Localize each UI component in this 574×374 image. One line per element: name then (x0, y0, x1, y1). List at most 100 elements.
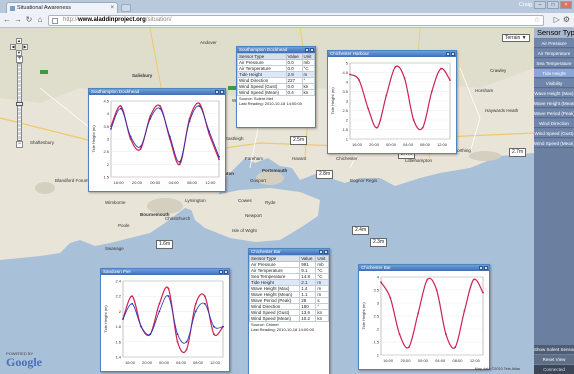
minimize-popup-icon[interactable] (319, 250, 323, 254)
data-point (129, 138, 132, 140)
sensor-type-button[interactable]: Wave Height (Mean) (534, 99, 574, 108)
sensor-type-button[interactable]: Tide Height (534, 69, 574, 78)
sensor-type-button[interactable]: Wave Height (Max) (534, 89, 574, 98)
tide-marker[interactable]: 2.4m (352, 226, 370, 235)
data-point (213, 325, 215, 328)
popup-header[interactable]: Chichester Bar (249, 249, 329, 255)
pan-left-button[interactable]: ◀ (10, 44, 16, 50)
map-label: Ryde (265, 200, 276, 205)
sensor-type-button[interactable]: Wind Speed (Gust) (534, 129, 574, 138)
google-logo[interactable]: Google (6, 355, 42, 369)
x-tick-label: 20:00 (132, 180, 143, 185)
address-bar[interactable]: http://www.aladdinproject.org/situation/… (48, 15, 544, 26)
close-popup-icon[interactable] (310, 48, 314, 52)
minimize-popup-icon[interactable] (305, 48, 309, 52)
minimize-button[interactable]: – (534, 1, 546, 9)
x-tick-label: 00:00 (386, 142, 397, 147)
data-point (389, 296, 392, 299)
data-point (149, 115, 152, 118)
tide-marker[interactable]: 2.7m (509, 148, 527, 157)
map-type-dropdown[interactable]: Terrain ▼ (502, 34, 530, 42)
sensor-type-button[interactable]: Air Pressure (534, 39, 574, 48)
reload-button[interactable]: ↻ (25, 15, 33, 24)
y-tick-label: 4.5 (342, 70, 348, 75)
x-tick-label: 04:00 (435, 358, 446, 363)
close-popup-icon[interactable] (484, 266, 488, 270)
sensor-type-button[interactable]: Visibility (534, 79, 574, 88)
pan-right-button[interactable]: ▶ (22, 44, 28, 50)
zoom-slider-handle[interactable] (16, 102, 23, 106)
zoom-out-button[interactable]: − (16, 141, 23, 148)
back-button[interactable]: ← (3, 15, 11, 24)
x-tick-label: 08:00 (452, 358, 463, 363)
y-tick-label: 2 (377, 327, 380, 332)
map-canvas[interactable]: Salisbury Andover Romsey Eastleigh South… (0, 28, 534, 374)
new-tab-button[interactable] (121, 4, 131, 12)
zoom-slider-track[interactable] (16, 63, 23, 141)
data-point (131, 302, 133, 305)
sensor-type-button[interactable]: Sea Temperature (534, 59, 574, 68)
sensor-type-button[interactable]: Wave Period (Peak) (534, 109, 574, 118)
tide-marker[interactable]: 2.3m (370, 238, 388, 247)
browser-tab[interactable]: Situational Awareness × (6, 2, 118, 13)
popup-header[interactable]: Southampton Dockhead (237, 47, 315, 53)
map-data-attribution[interactable]: Map data ©2010 Tele Atlas (474, 367, 520, 371)
close-popup-icon[interactable] (220, 90, 224, 94)
minimize-popup-icon[interactable] (479, 266, 483, 270)
minimize-popup-icon[interactable] (219, 270, 223, 274)
home-button[interactable]: ⌂ (37, 15, 43, 24)
show-sensors-button[interactable]: Show Solent Sensors (534, 345, 574, 354)
map-label: Crawley (490, 68, 507, 73)
sensor-last-reading: Last Reading: 2010-10-18 14:00:00 (251, 327, 314, 332)
wrench-icon[interactable]: ⚙ (562, 15, 570, 24)
popup-header[interactable]: Chichester Bar (359, 265, 489, 271)
pan-up-button[interactable]: ▲ (16, 38, 22, 44)
sensor-type-button[interactable]: Air Temperature (534, 49, 574, 58)
map-label: Salisbury (132, 73, 153, 78)
plot-area (122, 280, 224, 358)
sensor-type-button[interactable]: Wind Direction (534, 119, 574, 128)
tide-marker[interactable]: 2.5m (290, 136, 308, 145)
minimize-popup-icon[interactable] (446, 52, 450, 56)
tide-marker[interactable]: 1.6m (156, 240, 174, 249)
bookmark-star-icon[interactable]: ☆ (533, 17, 540, 24)
close-popup-icon[interactable] (451, 52, 455, 56)
pan-down-button[interactable]: ▼ (16, 50, 22, 56)
reset-view-button[interactable]: Reset View (534, 355, 574, 364)
close-popup-icon[interactable] (224, 270, 228, 274)
tide-marker[interactable]: 2.8m (316, 170, 334, 179)
data-point (188, 120, 191, 123)
tab-close-icon[interactable]: × (110, 5, 114, 11)
sensor-type-button[interactable]: Wind Speed (Mean) (534, 139, 574, 148)
maximize-button[interactable]: □ (547, 1, 559, 9)
map-label: Lymington (185, 198, 206, 203)
zoom-in-button[interactable]: + (16, 56, 23, 63)
minimize-popup-icon[interactable] (215, 90, 219, 94)
forward-button[interactable]: → (14, 15, 22, 24)
popup-header[interactable]: Chichester Harbour (328, 51, 456, 57)
data-point (119, 107, 122, 110)
close-popup-icon[interactable] (324, 250, 328, 254)
sensor-last-reading: Last Reading: 2010-10-18 14:00:00 (239, 101, 302, 106)
user-name: Craig (518, 2, 532, 8)
page-menu-icon[interactable]: ▷ (553, 15, 560, 24)
popup-header[interactable]: Southampton Dockhead (89, 89, 225, 95)
close-window-button[interactable]: × (560, 1, 572, 9)
data-point (149, 333, 152, 336)
popup-header[interactable]: Sandown Pier (101, 269, 229, 275)
